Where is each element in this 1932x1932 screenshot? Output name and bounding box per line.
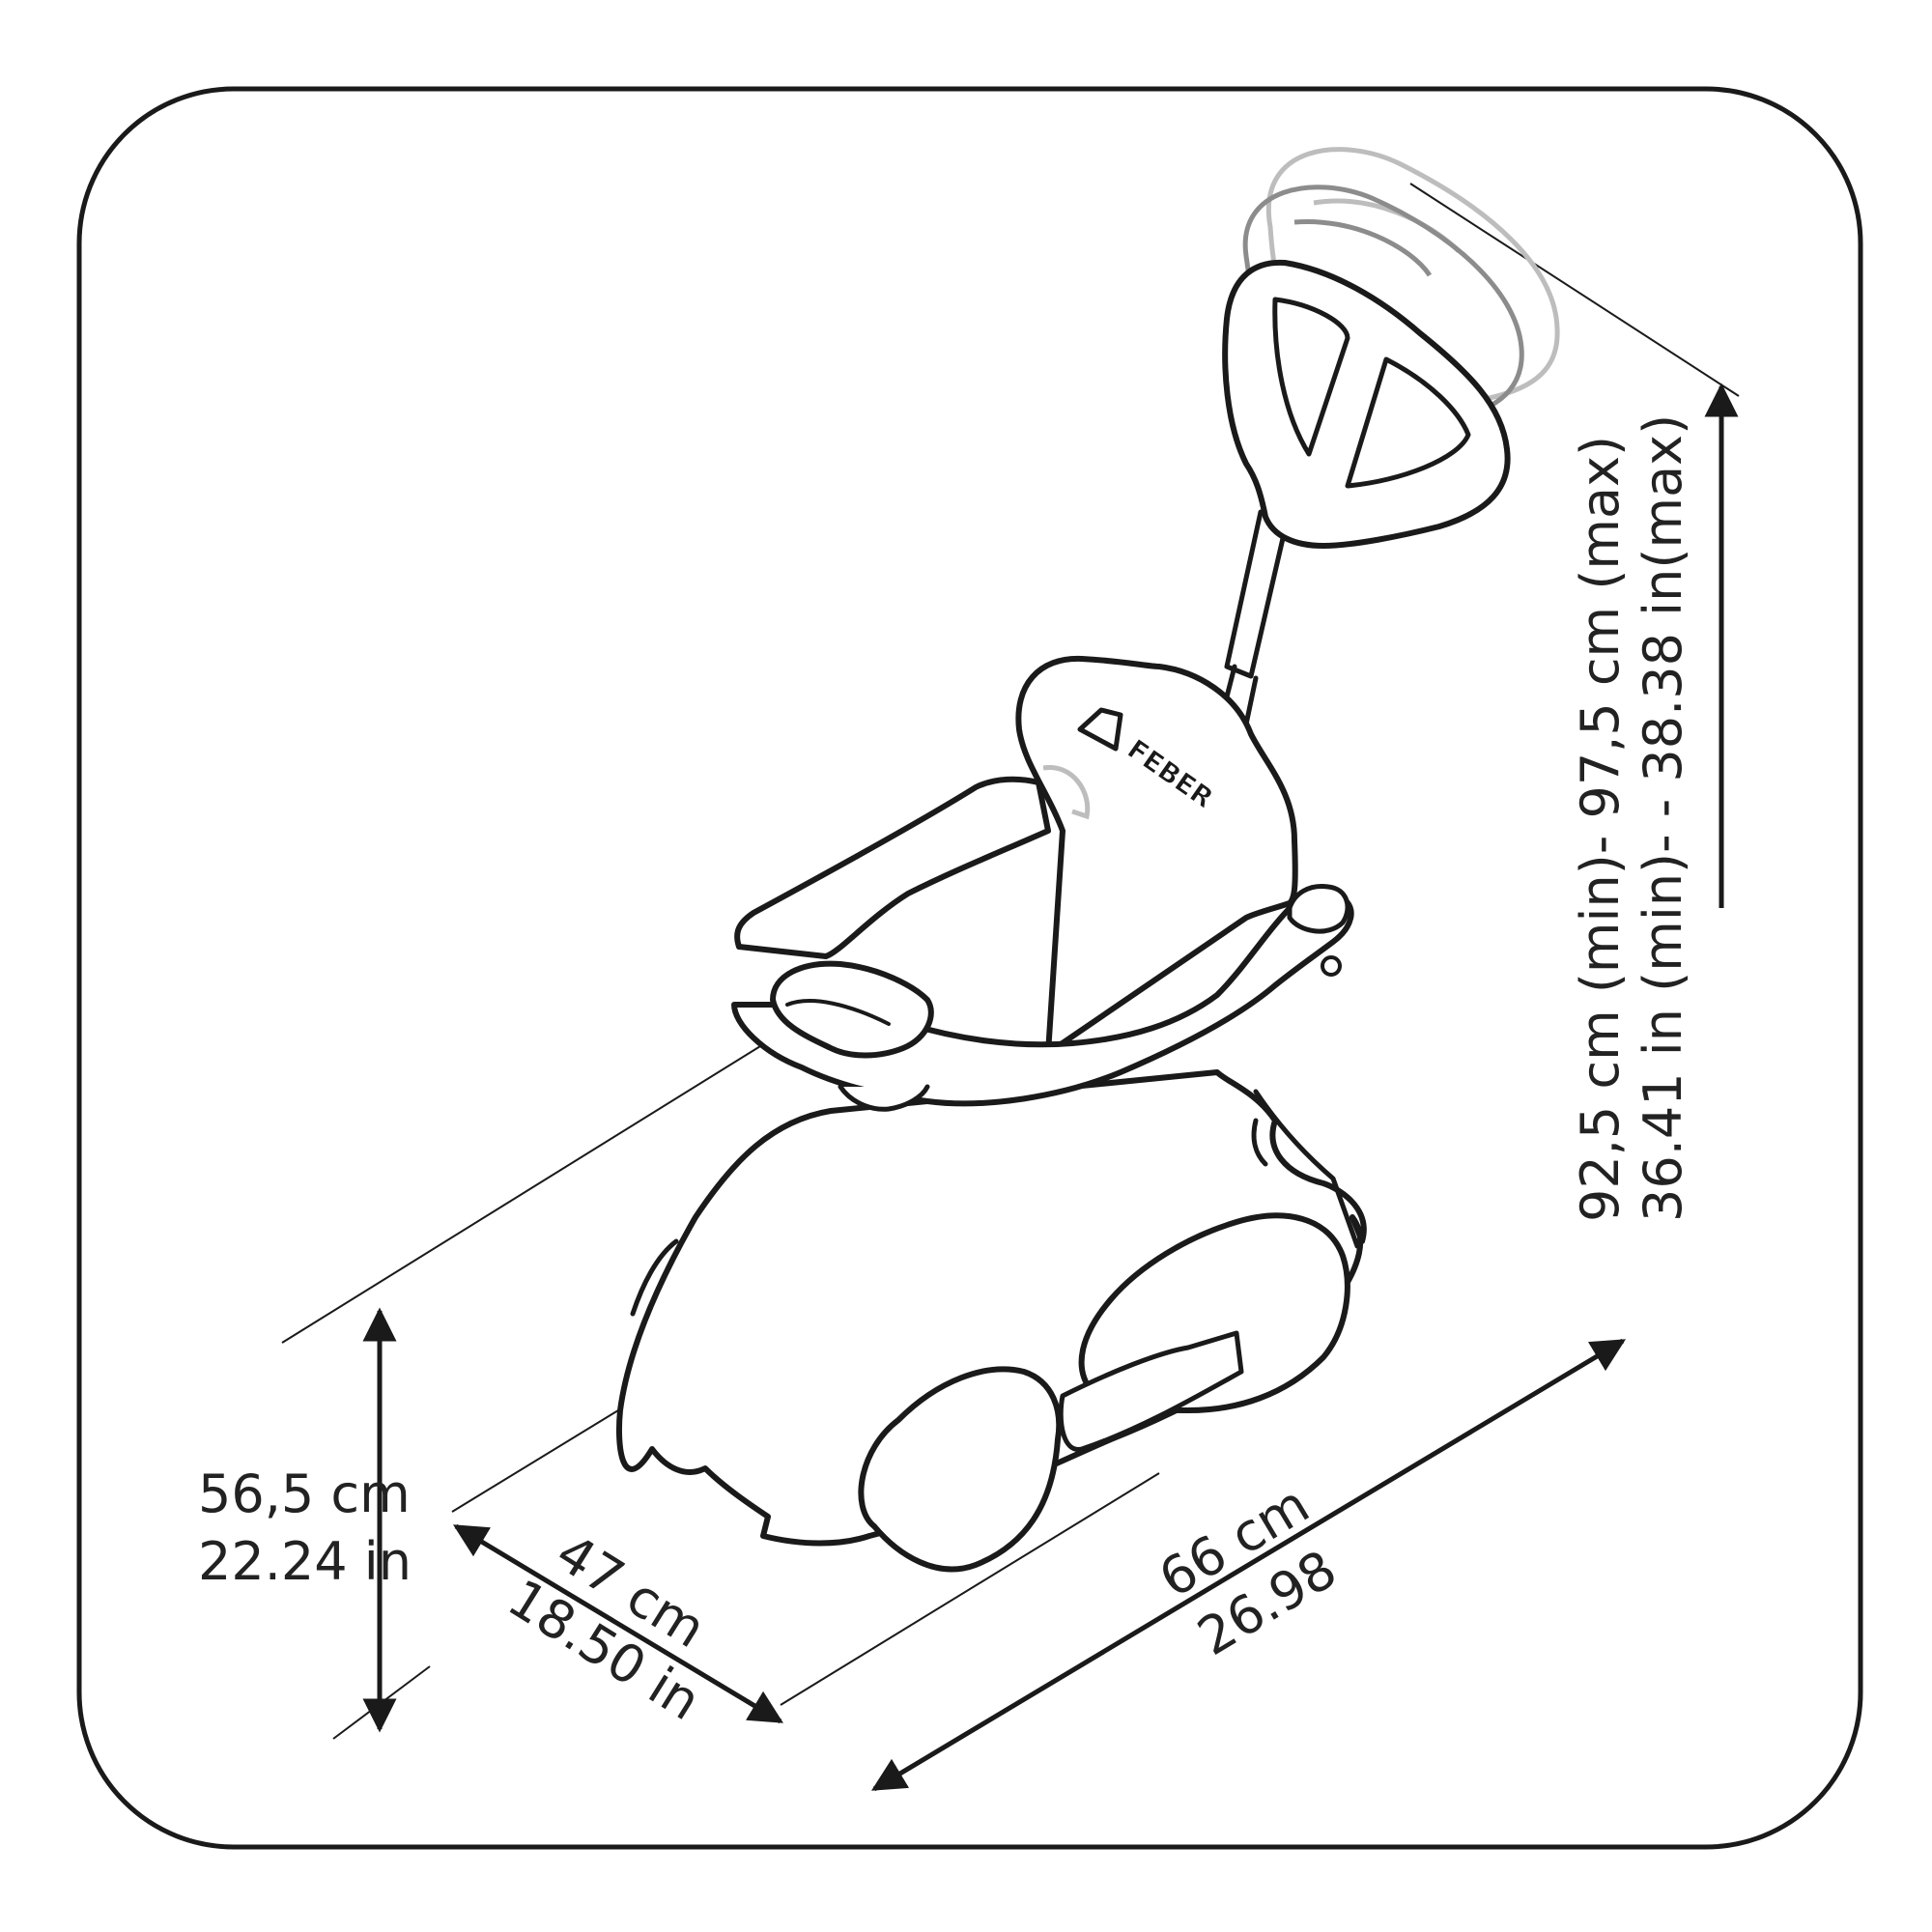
front-bar-and-steering [731, 776, 1354, 1112]
dimension-arrows [362, 383, 1739, 1792]
depth-arrow [453, 1523, 783, 1724]
length-arrow [870, 1338, 1627, 1792]
brand-logo-mark [1077, 707, 1123, 752]
height-label-in: 22.24 in [198, 1531, 412, 1592]
handle-height-label-cm: 92,5 cm (min)- 97,5 cm (max) [1570, 436, 1631, 1222]
seat-back: FEBER [1015, 655, 1298, 1056]
height-label-cm: 56,5 cm [198, 1463, 411, 1524]
handle-height-label-in: 36.41 in (min)- - 38.38 in(max) [1633, 414, 1693, 1222]
